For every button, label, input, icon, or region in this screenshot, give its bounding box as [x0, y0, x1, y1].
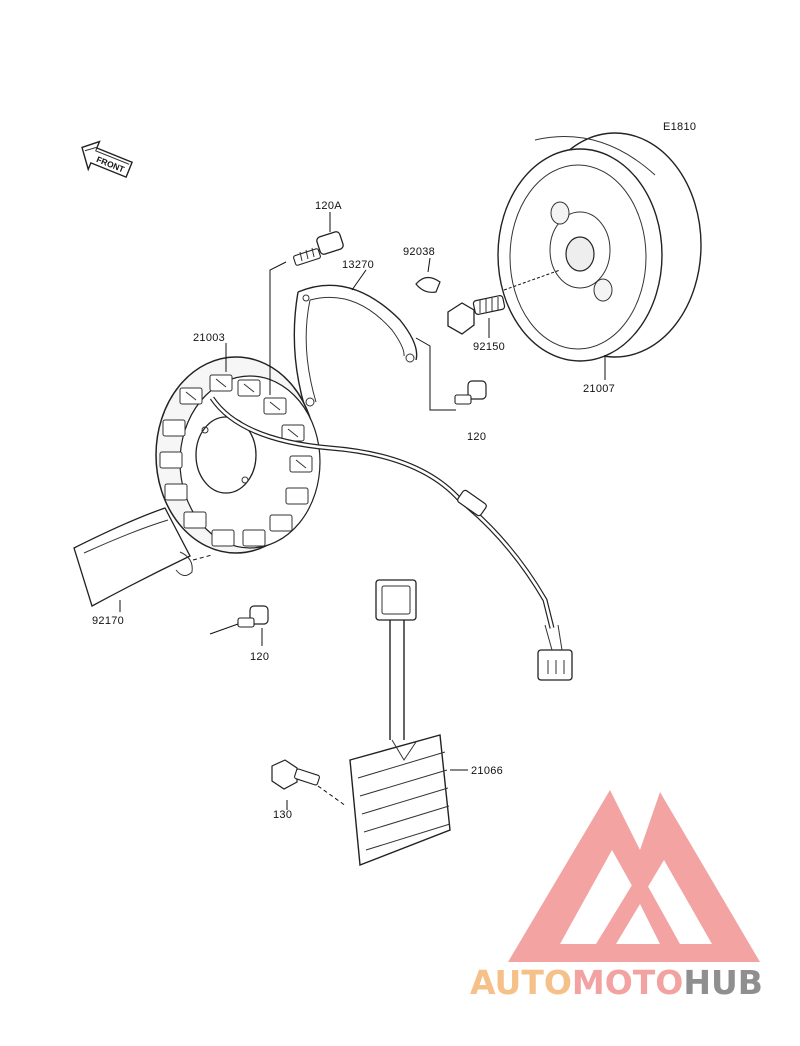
cover-92170 [73, 507, 213, 607]
bolt-120A [293, 231, 344, 266]
label-92038: 92038 [403, 246, 435, 258]
leader-lines [119, 212, 606, 810]
regulator-21066 [349, 579, 451, 866]
woodruff-key-92038 [415, 276, 441, 293]
watermark-part-auto: AUTO [470, 963, 572, 1002]
bolt-130 [271, 759, 347, 807]
front-arrow-icon: FRONT [81, 140, 134, 179]
label-13270: 13270 [342, 259, 374, 271]
label-120A: 120A [315, 200, 342, 212]
stator-wire [209, 396, 573, 681]
label-21066: 21066 [471, 765, 503, 777]
label-130: 130 [273, 809, 292, 821]
rotor-21007 [497, 132, 702, 362]
watermark-logo-icon [508, 790, 760, 962]
plate-13270 [293, 284, 418, 409]
watermark-part-moto: MOTO [571, 963, 684, 1002]
bolt-92150 [447, 269, 561, 335]
watermark-part-hub: HUB [683, 963, 763, 1002]
label-92170: 92170 [92, 615, 124, 627]
bolt-120-lower [209, 605, 269, 635]
label-21007: 21007 [583, 383, 615, 395]
stator-21003 [155, 356, 321, 554]
label-120-upper: 120 [467, 431, 486, 443]
label-21003: 21003 [193, 332, 225, 344]
bolt-120-upper [454, 380, 487, 405]
label-92150: 92150 [473, 341, 505, 353]
label-120-lower: 120 [250, 651, 269, 663]
watermark-text: AUTOMOTOHUB [470, 963, 763, 1002]
diagram-code: E1810 [663, 121, 696, 133]
